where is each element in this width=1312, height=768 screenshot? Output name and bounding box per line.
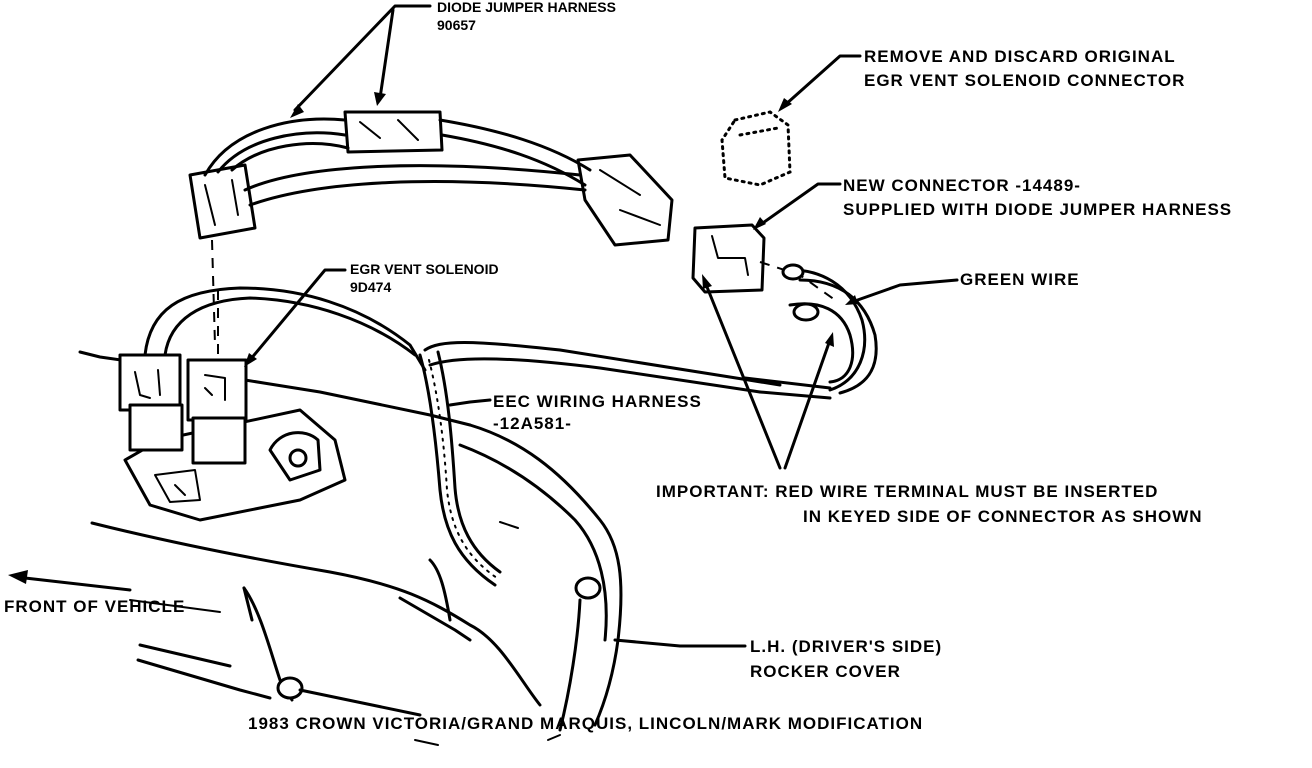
leader-lines [8, 4, 959, 648]
remove-connector-label-line1: REMOVE AND DISCARD ORIGINAL [864, 47, 1176, 66]
figure-caption: 1983 CROWN VICTORIA/GRAND MARQUIS, LINCO… [248, 714, 923, 733]
diode-harness-label: DIODE JUMPER HARNESS [437, 0, 616, 15]
important-note-line2: IN KEYED SIDE OF CONNECTOR AS SHOWN [803, 507, 1203, 526]
egr-solenoid-drawing [118, 286, 427, 522]
rocker-cover-drawing [78, 350, 623, 746]
connector-drawing [691, 110, 878, 395]
rocker-cover-label-line2: ROCKER COVER [750, 662, 901, 681]
diode-harness-drawing [188, 110, 674, 247]
green-wire-label: GREEN WIRE [960, 270, 1080, 289]
front-of-vehicle-label: FRONT OF VEHICLE [4, 597, 185, 616]
alignment-dash-1 [211, 239, 216, 346]
important-note-line1: IMPORTANT: RED WIRE TERMINAL MUST BE INS… [656, 482, 1158, 501]
egr-solenoid-part-number: 9D474 [350, 279, 391, 295]
eec-harness-part-number: -12A581- [493, 414, 572, 433]
egr-solenoid-label: EGR VENT SOLENOID [350, 261, 499, 277]
rocker-cover-label-line1: L.H. (DRIVER'S SIDE) [750, 637, 942, 656]
new-connector-label-line1: NEW CONNECTOR -14489- [843, 176, 1081, 195]
diode-harness-part-number: 90657 [437, 17, 476, 33]
new-connector-label-line2: SUPPLIED WITH DIODE JUMPER HARNESS [843, 200, 1232, 219]
remove-connector-label-line2: EGR VENT SOLENOID CONNECTOR [864, 71, 1185, 90]
eec-harness-drawing [418, 341, 832, 587]
eec-harness-label: EEC WIRING HARNESS [493, 392, 702, 411]
